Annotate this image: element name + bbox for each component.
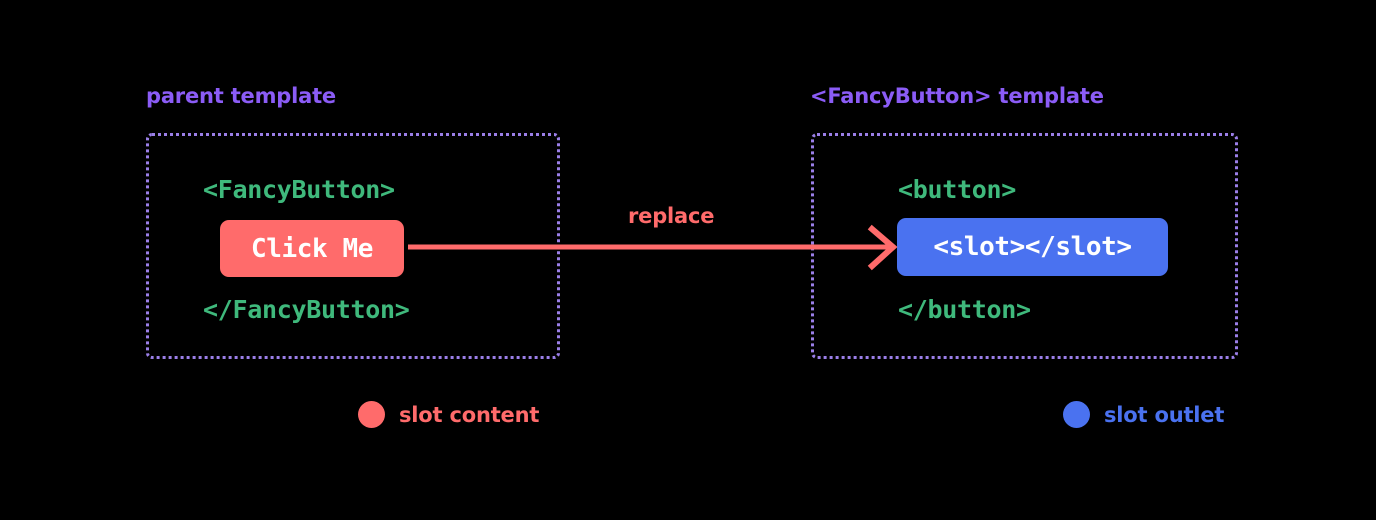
code-line-button-open: <button> xyxy=(898,175,1017,204)
replace-label: replace xyxy=(628,204,715,228)
code-line-fancybutton-open: <FancyButton> xyxy=(203,175,395,204)
legend-item-slot-outlet: slot outlet xyxy=(1063,401,1224,428)
code-line-fancybutton-close: </FancyButton> xyxy=(203,295,410,324)
legend-label-slot-content: slot content xyxy=(399,402,540,427)
legend-item-slot-content: slot content xyxy=(358,401,539,428)
slot-outlet-chip[interactable]: <slot></slot> xyxy=(897,218,1168,276)
legend-dot-icon-slot-content xyxy=(358,401,385,428)
parent-template-heading: parent template xyxy=(146,84,336,108)
code-line-button-close: </button> xyxy=(898,295,1031,324)
legend-dot-icon-slot-outlet xyxy=(1063,401,1090,428)
fancybutton-template-heading: <FancyButton> template xyxy=(810,84,1104,108)
slot-content-chip[interactable]: Click Me xyxy=(220,220,404,277)
legend-label-slot-outlet: slot outlet xyxy=(1104,402,1225,427)
